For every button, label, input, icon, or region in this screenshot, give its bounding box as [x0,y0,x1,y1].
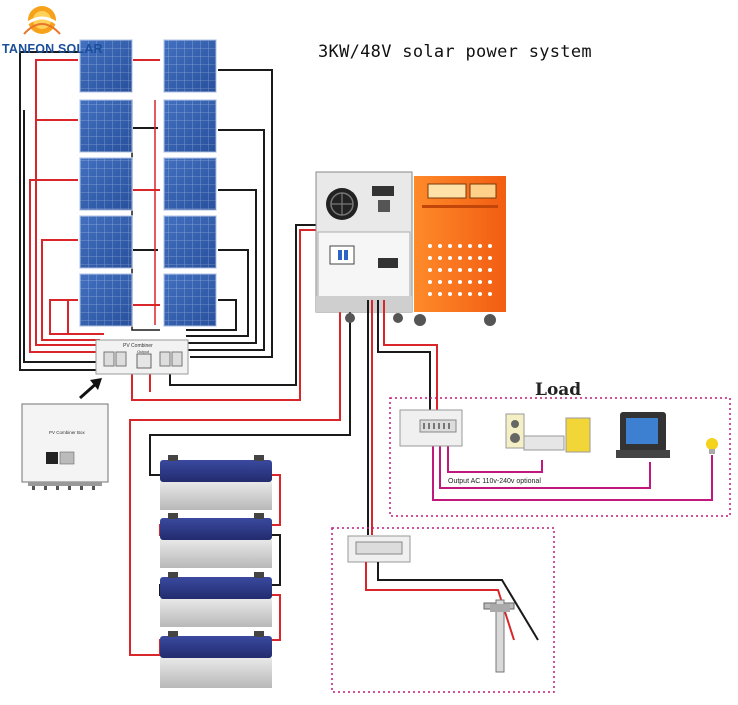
stereo-icon [505,413,591,453]
solar-panel [163,39,217,93]
solar-panel [79,215,133,269]
panel-wiring [19,51,320,401]
light-bulb-icon [706,438,718,454]
grounding-wiring [365,562,539,641]
load-wiring [432,446,713,501]
load-title: Load [535,380,582,400]
pv-combiner [95,339,189,375]
solar-panel [79,273,133,327]
tv-icon [616,412,670,458]
distribution-box [399,409,463,447]
brand-logo [18,6,66,35]
solar-panel [79,39,133,93]
battery [160,572,272,627]
pv-combiner-label: PV Combiner [123,343,153,349]
ac-output-wiring [367,300,438,535]
diagram-title: 3KW/48V solar power system [318,42,592,62]
solar-panel [163,99,217,153]
charge-controller [414,176,506,326]
battery [160,631,272,688]
output-label: Output AC 110v-240v optional [448,478,541,485]
arrow-icon [79,378,102,400]
ground-rod-icon [483,599,515,673]
inverter [315,171,413,323]
solar-panel [79,99,133,153]
pv-combiner-box [21,403,109,490]
battery [160,513,272,568]
combiner-box-label: PV Combiner Box [49,430,85,435]
load-area [389,397,731,517]
brand-name: TANFON SOLAR [2,42,103,56]
solar-panel [163,157,217,211]
grounding-area [331,527,555,693]
grounding-box [347,535,411,563]
solar-panel-array [79,39,217,327]
solar-panel [79,157,133,211]
solar-panel [163,273,217,327]
solar-panel [163,215,217,269]
pv-combiner-output-label: Output [137,349,150,354]
battery [160,455,272,510]
